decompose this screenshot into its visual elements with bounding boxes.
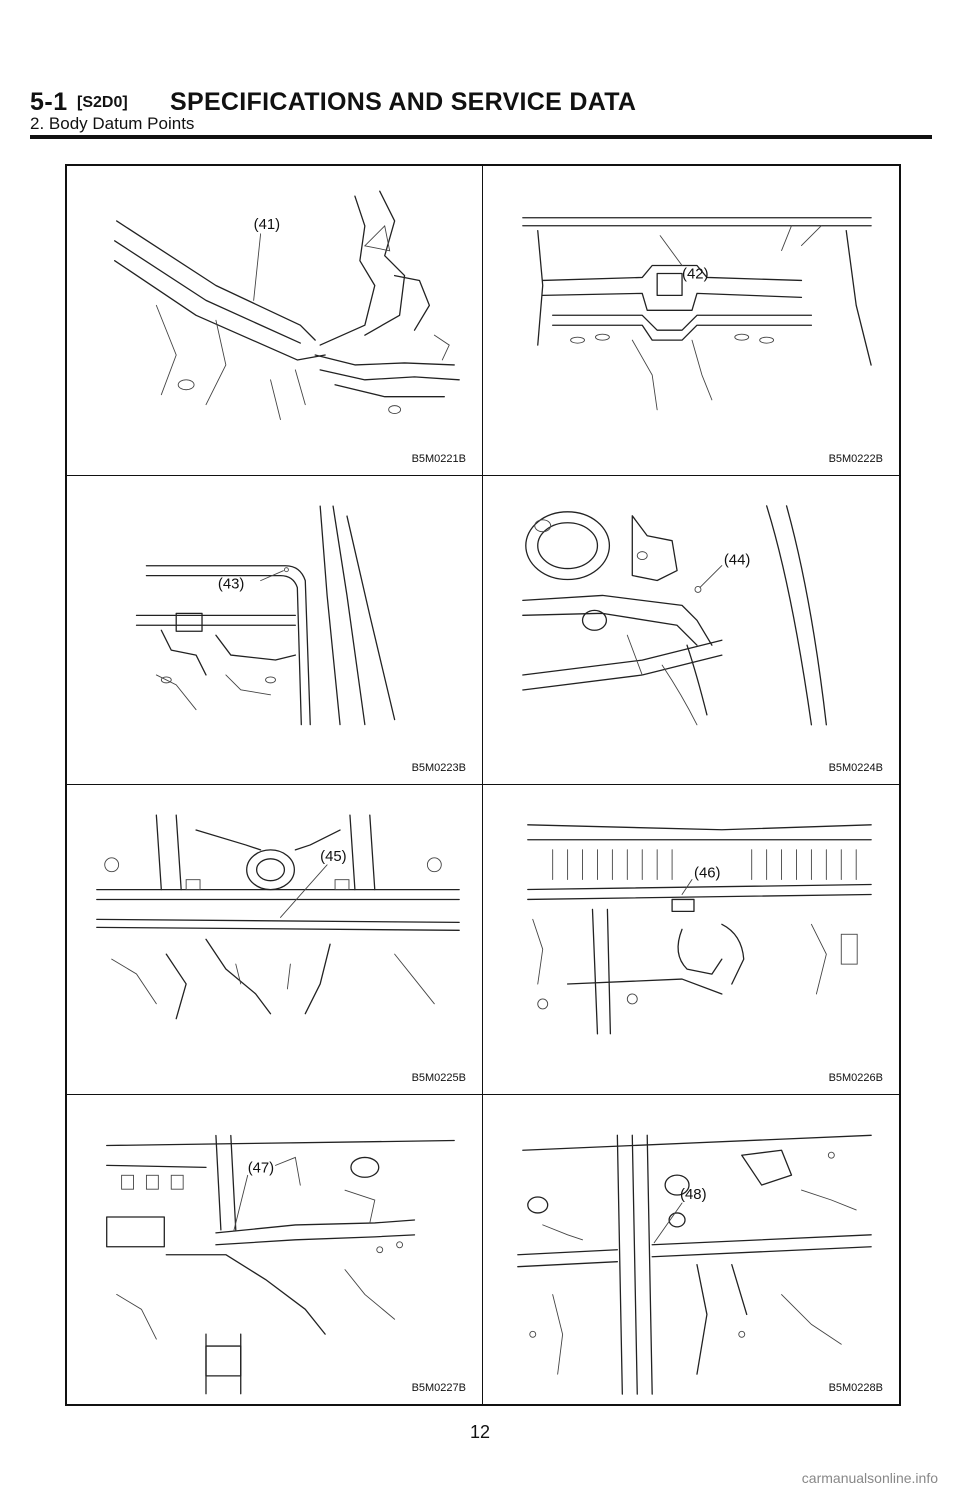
figure-cell-46: (46) B5M0226B (483, 785, 899, 1095)
figure-48-code: B5M0228B (828, 1382, 883, 1394)
figure-45-label: (45) (320, 849, 346, 865)
figure-cell-48: (48) B5M0228B (483, 1095, 899, 1405)
figure-43-code: B5M0223B (411, 762, 466, 774)
section-code: [S2D0] (77, 94, 128, 111)
figure-48-drawing: (48) (517, 1134, 872, 1395)
page-number: 12 (469, 1422, 491, 1442)
figure-46-code: B5M0226B (828, 1071, 883, 1084)
figure-43-label: (43) (218, 576, 244, 592)
figure-cell-43: (43) B5M0223B (67, 475, 483, 785)
figure-42-code: B5M0222B (828, 452, 883, 465)
figure-cell-41: (41) B5M0221B (67, 166, 483, 476)
figure-42-drawing: (42) (522, 217, 872, 411)
figure-41-drawing: (41) (114, 190, 460, 420)
figure-47-label: (47) (248, 1160, 274, 1176)
datum-figure-grid: (41) B5M0221B (42) B5M0222B (65, 164, 901, 1406)
page-header: 5-1 [S2D0] SPECIFICATIONS AND SERVICE DA… (30, 86, 932, 134)
watermark: carmanualsonline.info (801, 1470, 938, 1486)
figure-47-code: B5M0227B (411, 1382, 466, 1394)
figure-cell-47: (47) B5M0227B (67, 1094, 483, 1404)
figure-47-drawing: (47) (106, 1134, 455, 1394)
figure-cell-45: (45) B5M0225B (67, 785, 483, 1095)
figure-45-drawing: (45) (96, 814, 460, 1020)
figure-44-code: B5M0224B (828, 762, 883, 774)
figure-48-label: (48) (680, 1185, 707, 1202)
figure-44-drawing: (44) (522, 504, 827, 725)
header-rule (30, 135, 932, 139)
figure-43-drawing: (43) (135, 505, 396, 725)
figure-42-label: (42) (682, 265, 709, 282)
figure-44-label: (44) (724, 551, 751, 568)
figure-45-code: B5M0225B (411, 1071, 466, 1084)
figure-cell-44: (44) B5M0224B (483, 476, 899, 785)
section-number: 5-1 (30, 88, 68, 116)
figure-46-drawing: (46) (527, 824, 872, 1035)
section-subtitle: 2. Body Datum Points (30, 114, 195, 133)
section-title: SPECIFICATIONS AND SERVICE DATA (170, 88, 637, 116)
figure-41-label: (41) (254, 217, 280, 233)
figure-41-code: B5M0221B (411, 452, 466, 465)
figure-46-label: (46) (694, 865, 721, 882)
figure-cell-42: (42) B5M0222B (483, 166, 899, 476)
